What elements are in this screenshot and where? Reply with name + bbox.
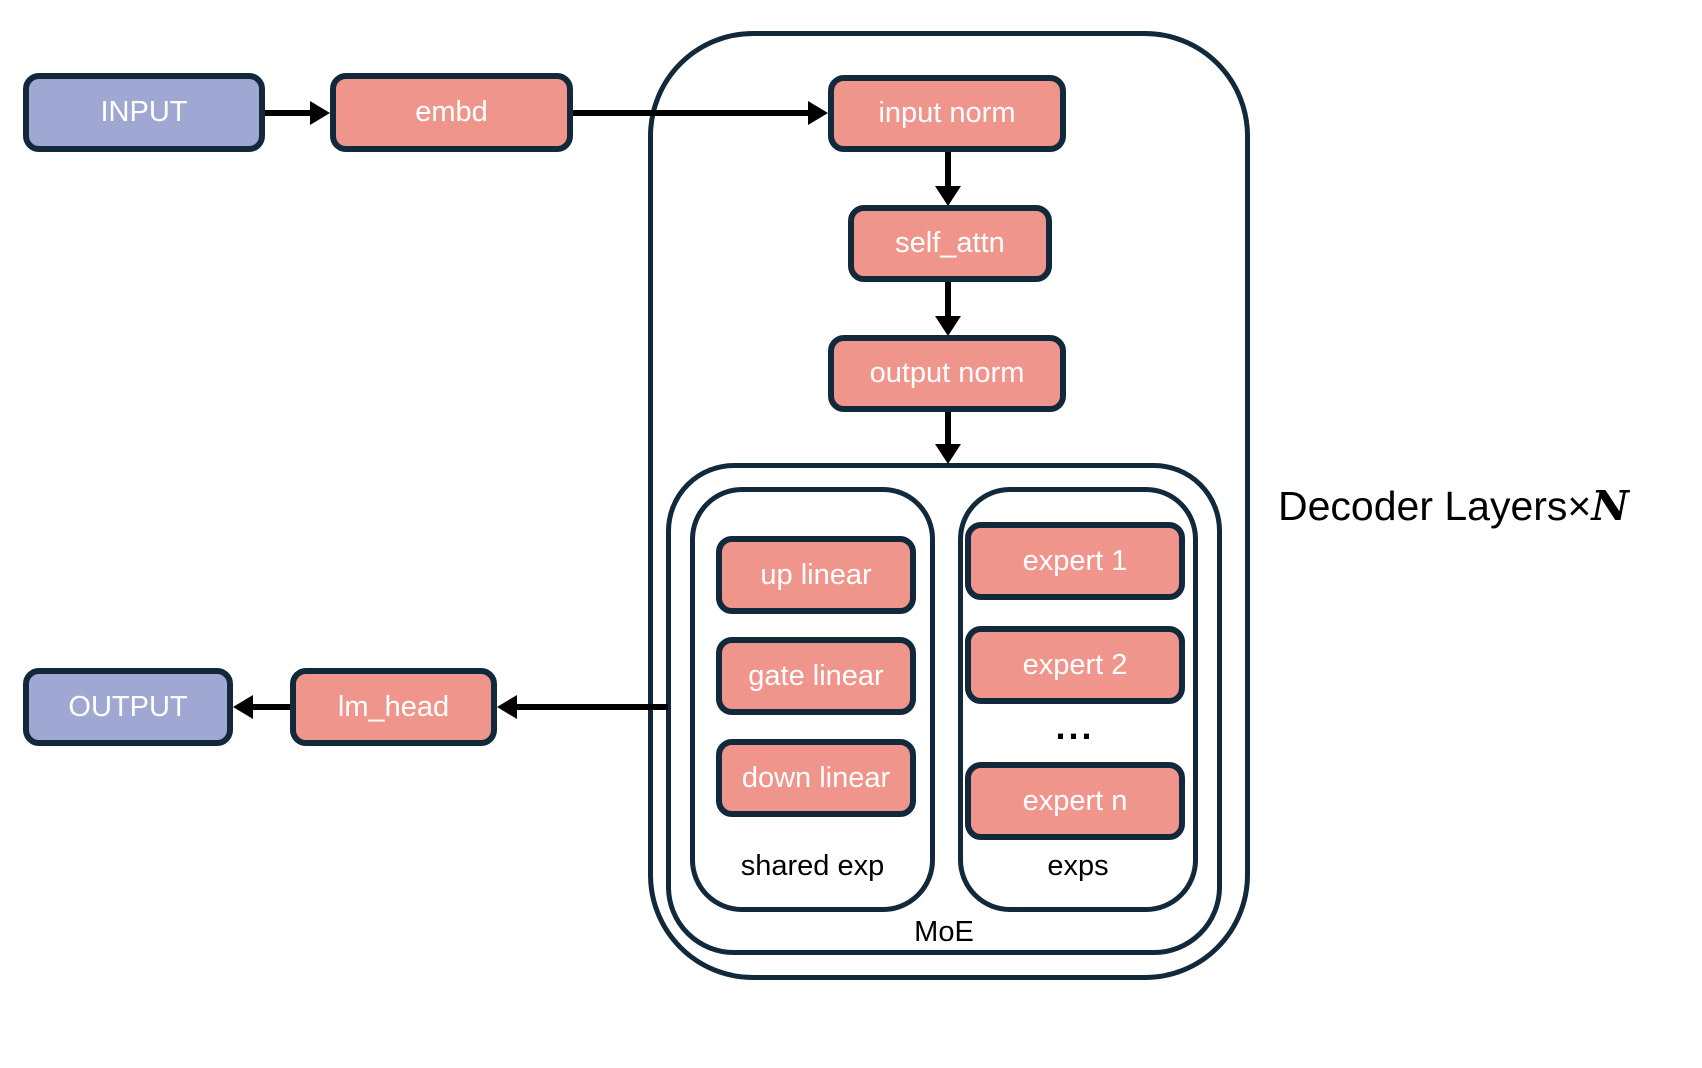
moe-container <box>666 463 1222 955</box>
experts-ellipsis: ... <box>1055 706 1095 747</box>
up-linear-node: up linear <box>716 536 916 614</box>
input-norm-node: input norm <box>828 75 1066 152</box>
output-norm-node: output norm <box>828 335 1066 412</box>
shared-exp-container <box>690 487 935 912</box>
arrow-outputnorm-to-moe-shaft <box>945 412 951 445</box>
exps-label: exps <box>1047 850 1109 882</box>
gate-linear-node: gate linear <box>716 637 916 715</box>
exps-container <box>958 487 1198 912</box>
lm-head-node: lm_head <box>290 668 497 746</box>
arrow-lmhead-to-output-shaft <box>253 704 290 710</box>
decoder-layers-container <box>648 31 1250 980</box>
output-node: OUTPUT <box>23 668 233 746</box>
arrow-embd-to-inputnorm-shaft <box>573 110 808 116</box>
shared-exp-label: shared exp <box>740 850 885 882</box>
moe-label: MoE <box>914 916 974 948</box>
input-node: INPUT <box>23 73 265 152</box>
arrow-inputnorm-to-selfattn-shaft <box>945 152 951 187</box>
arrow-inputnorm-to-selfattn-head <box>935 186 961 206</box>
arrow-selfattn-to-outputnorm-shaft <box>945 282 951 317</box>
expert-1-node: expert 1 <box>965 522 1185 600</box>
expert-2-node: expert 2 <box>965 626 1185 704</box>
self-attn-node: self_attn <box>848 205 1052 282</box>
arrow-moe-to-lmhead-head <box>497 695 517 719</box>
down-linear-node: down linear <box>716 739 916 817</box>
arrow-moe-to-lmhead-shaft <box>517 704 668 710</box>
arrow-embd-to-inputnorm-head <box>808 101 828 125</box>
embd-node: embd <box>330 73 573 152</box>
arrow-input-to-embd-shaft <box>265 110 312 116</box>
arrow-lmhead-to-output-head <box>233 695 253 719</box>
decoder-layers-label-text: Decoder Layers× <box>1278 483 1592 529</box>
decoder-layers-label: Decoder Layers×N <box>1278 483 1629 529</box>
expert-n-node: expert n <box>965 762 1185 840</box>
arrow-input-to-embd-head <box>310 101 330 125</box>
arrow-outputnorm-to-moe-head <box>935 444 961 464</box>
decoder-layers-count: N <box>1591 482 1629 530</box>
arrow-selfattn-to-outputnorm-head <box>935 316 961 336</box>
